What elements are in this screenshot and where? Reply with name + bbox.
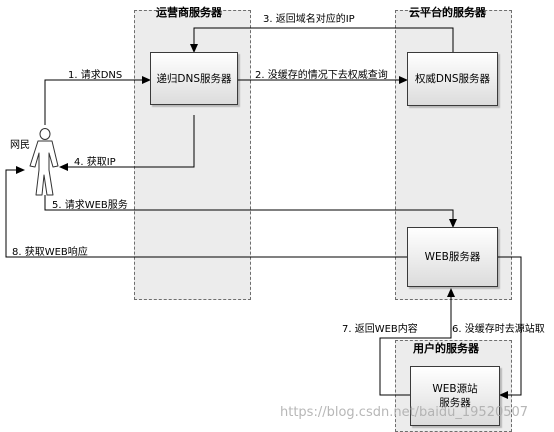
edge-3-label: 3. 返回域名对应的IP	[263, 14, 355, 25]
origin-web-server: WEB源站 服务器	[410, 366, 500, 426]
origin-server-label-line1: WEB源站	[432, 383, 478, 395]
user-label: 网民	[10, 140, 30, 151]
authoritative-dns-server: 权威DNS服务器	[407, 52, 498, 106]
web-server-label: WEB服务器	[424, 251, 481, 263]
isp-zone-title: 运营商服务器	[156, 6, 222, 19]
user-figure-icon	[29, 128, 59, 196]
edge-6-fetch-origin	[498, 256, 522, 399]
watermark-text: https://blog.csdn.net/baidu_19520507	[280, 405, 529, 420]
web-server: WEB服务器	[407, 227, 498, 287]
edge-4-get-ip	[59, 115, 195, 171]
user-zone-title: 用户的服务器	[413, 342, 479, 355]
cloud-zone-title: 云平台的服务器	[409, 6, 486, 19]
edge-1-label: 1. 请求DNS	[68, 70, 123, 81]
edge-4-label: 4. 获取IP	[74, 157, 116, 168]
edge-8-web-response	[5, 166, 407, 258]
recursive-dns-label: 递归DNS服务器	[156, 72, 232, 85]
edge-5-request-web	[44, 195, 457, 228]
edge-7-return-content	[379, 288, 455, 396]
edge-8-label: 8. 获取WEB响应	[12, 247, 88, 258]
edge-3-return-ip	[190, 27, 454, 53]
edge-6-label: 6. 没缓存时去源站取	[452, 324, 545, 335]
recursive-dns-server: 递归DNS服务器	[150, 52, 238, 105]
edge-5-label: 5. 请求WEB服务	[52, 200, 128, 211]
edge-2-label: 2. 没缓存的情况下去权威查询	[255, 70, 388, 81]
edge-1-request-dns	[44, 76, 151, 125]
origin-server-label-line2: 服务器	[439, 397, 471, 409]
edge-7-label: 7. 返回WEB内容	[342, 324, 418, 335]
authoritative-dns-label: 权威DNS服务器	[414, 73, 491, 85]
